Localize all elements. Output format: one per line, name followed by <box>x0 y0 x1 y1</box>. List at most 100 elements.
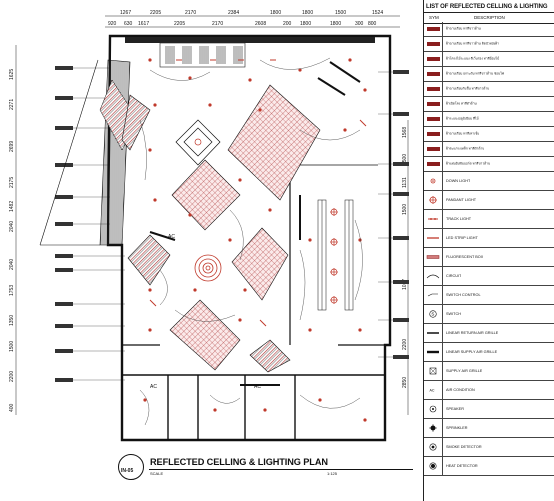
ceiling-type-tag <box>424 97 443 111</box>
legend-row-label: SUPPLY AIR GRILLE <box>446 369 483 373</box>
legend-row-label: ฝ้าระแนงอลูมิเนียม สีไม้ <box>446 116 479 121</box>
dimension-label: 2384 <box>228 10 239 16</box>
linear-supply-air-icon <box>424 343 443 361</box>
legend-row-label: ฝ้าโครงไม้ระแนง ตีเว้นร่อง ทาสีย้อมไม้ <box>446 56 500 61</box>
legend-col-description: DESCRIPTION <box>474 15 505 20</box>
dimension-label: 1267 <box>120 10 131 16</box>
dimension-label: 2170 <box>185 10 196 16</box>
legend-row: ฝ้าฉาบเรียบ ทาสีขาวด้าน ติดบัวผนังฝ้า <box>424 37 554 52</box>
dimension-label: 2205 <box>150 10 161 16</box>
ceiling-type-tag-icon <box>427 57 440 61</box>
down-light <box>143 398 147 402</box>
ceiling-type-tag-icon <box>427 87 440 91</box>
dimension-label: 1500 <box>402 154 408 165</box>
dimension-label: 300 <box>355 21 364 27</box>
dimension-label: 1568 <box>402 127 408 138</box>
down-light <box>148 288 152 292</box>
legend-row: LINEAR SUPPLY AIR GRILLE <box>424 343 554 362</box>
dimension-label: 1800 <box>302 10 313 16</box>
legend-row-label: ฝ้าเปิดโล่ง ทาสีดำด้าน <box>446 101 477 106</box>
legend-row-label: SWITCH CONTROL <box>446 293 481 297</box>
pendant-light-icon <box>429 196 437 204</box>
legend-row-label: HEAT DETECTOR <box>446 464 478 468</box>
legend-row: PANDANT LIGHT <box>424 191 554 210</box>
legend-row-label: SPRINKLER <box>446 426 468 430</box>
down-light <box>193 288 197 292</box>
legend-row-label: ฝ้าฉาบเรียบ ทาสีเทาเข้ม <box>446 131 480 136</box>
ceiling-type-tag <box>424 67 443 81</box>
dimension-label: 920 <box>108 21 117 27</box>
drawing-code: IN-05 <box>121 468 134 474</box>
legend-row-label: ฝ้าฉาบเรียบ ทาสีขาวด้าน <box>446 26 481 31</box>
linear-return-air-icon <box>424 324 443 342</box>
track-light-icon <box>424 210 443 228</box>
legend-row: SUPPLY AIR GRILLE <box>424 362 554 381</box>
legend-row-label: ฝ้าตะแกรงเหล็ก ทาสีดำด้าน <box>446 146 485 151</box>
ceiling-type-tag <box>424 127 443 141</box>
room-label-ac: AC <box>254 384 261 390</box>
legend-row-label: ฝ้าฉาบเรียบกันชื้น ทาสีขาวด้าน <box>446 86 490 91</box>
circuit-icon <box>426 274 440 279</box>
legend-row: ฝ้าระแนงอลูมิเนียม สีไม้ <box>424 112 554 127</box>
down-light <box>298 68 302 72</box>
down-light <box>308 328 312 332</box>
legend-row-label: SWITCH <box>446 312 461 316</box>
linear-return-air-icon <box>427 332 439 334</box>
switch-control-icon <box>427 293 438 297</box>
ac-grille-bars <box>149 61 361 386</box>
dimension-label: 2205 <box>174 21 185 27</box>
legend-row-label: LINEAR SUPPLY AIR GRILLE <box>446 350 498 354</box>
legend-row: SPRINKLER <box>424 419 554 438</box>
legend-row-label: ฝ้าแผ่นยิปซัมบอร์ด ทาสีขาวด้าน <box>446 161 491 166</box>
track-light-icon <box>428 218 438 220</box>
down-light <box>213 408 217 412</box>
dimension-label: 1800 <box>300 21 311 27</box>
ceiling-type-tag <box>424 112 443 126</box>
led-strip-light-icon <box>427 237 439 239</box>
air-condition-icon: AC <box>430 389 435 393</box>
dimension-label: 2040 <box>9 221 15 232</box>
down-light <box>363 418 367 422</box>
linear-supply-air-icon <box>427 350 439 354</box>
down-light <box>148 148 152 152</box>
drawing-number-bubble <box>118 454 144 480</box>
dimension-label: 1524 <box>372 10 383 16</box>
dimension-label: 2850 <box>402 377 408 388</box>
down-light <box>343 128 347 132</box>
legend-row: SWITCH CONTROL <box>424 286 554 305</box>
down-light <box>318 398 322 402</box>
ceiling-type-tag-icon <box>427 162 440 166</box>
ceiling-type-tag-icon <box>427 42 440 46</box>
left-dimension-column: 1625227126992175148220402040175313501500… <box>9 69 15 412</box>
legend-row-label: AIR CONDITION <box>446 388 475 392</box>
room-label-ac: AC <box>168 234 175 240</box>
dimension-label: 800 <box>368 21 377 27</box>
legend-row: ฝ้าตะแกรงเหล็ก ทาสีดำด้าน <box>424 142 554 157</box>
supply-air-grille-icon <box>429 367 437 375</box>
heat-detector-icon <box>424 457 443 475</box>
legend-row-label: ฝ้าฉาบเรียบ ทาสีขาวด้าน ติดบัวผนังฝ้า <box>446 41 499 46</box>
legend-col-symbol: SYM <box>429 15 439 20</box>
dimension-label: 1753 <box>9 285 15 296</box>
room-label-ac: AC <box>150 384 157 390</box>
led-strip-light-icon <box>424 229 443 247</box>
sprinkler-icon <box>429 424 437 432</box>
track-lights <box>149 59 367 327</box>
down-light <box>148 58 152 62</box>
legend-row: FLUORESCENT BOX <box>424 248 554 267</box>
drawing-title: REFLECTED CELLING & LIGHTING PLAN <box>150 457 328 467</box>
legend-row: TRACK LIGHT <box>424 210 554 229</box>
down-light <box>258 108 262 112</box>
legend-row-label: ฝ้าฉาบเรียบ ยกระดับ ทาสีขาวด้าน ซ่อนไฟ <box>446 71 505 76</box>
fluorescent-box-icon <box>424 248 443 266</box>
ceiling-type-tag-icon <box>427 132 440 136</box>
dimension-label: 1482 <box>9 201 15 212</box>
dimension-label: 1350 <box>9 315 15 326</box>
down-light <box>358 238 362 242</box>
svg-text:S: S <box>431 312 434 317</box>
down-light <box>153 103 157 107</box>
left-room-tags <box>55 66 73 382</box>
down-light <box>238 178 242 182</box>
circuit-lines <box>139 57 363 426</box>
